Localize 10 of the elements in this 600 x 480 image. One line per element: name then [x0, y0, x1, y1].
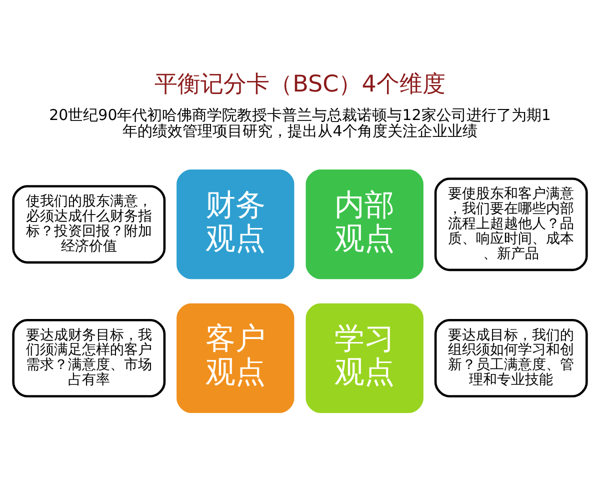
node-box: 学习观点 — [306, 302, 424, 412]
node-box: 使我们的股东满意，必须达成什么财务指标？投资回报？附加经济价值 — [12, 184, 166, 264]
diagram-title: 平衡记分卡（BSC）4个维度 — [154, 71, 446, 98]
node-box: 财务观点 — [176, 169, 294, 279]
node-box: 要使股东和客户满意，我们要在哪些内部流程上超越他人？品质、响应时间、成本、新产品 — [434, 177, 588, 271]
node-box: 要达成财务目标，我们须满足怎样的客户需求？满意度、市场占有率 — [12, 318, 166, 397]
node-box: 内部观点 — [306, 169, 424, 279]
node-box: 客户观点 — [176, 302, 294, 412]
node-box: 要达成目标，我们的组织须如何学习和创新？员工满意度、管理和专业技能 — [434, 318, 588, 397]
label: 20世纪90年代初哈佛商学院教授卡普兰与总裁诺顿与12家公司进行了为期1年的绩效管理项目研究，提出从4个角度关注企业业绩 — [49, 105, 551, 140]
